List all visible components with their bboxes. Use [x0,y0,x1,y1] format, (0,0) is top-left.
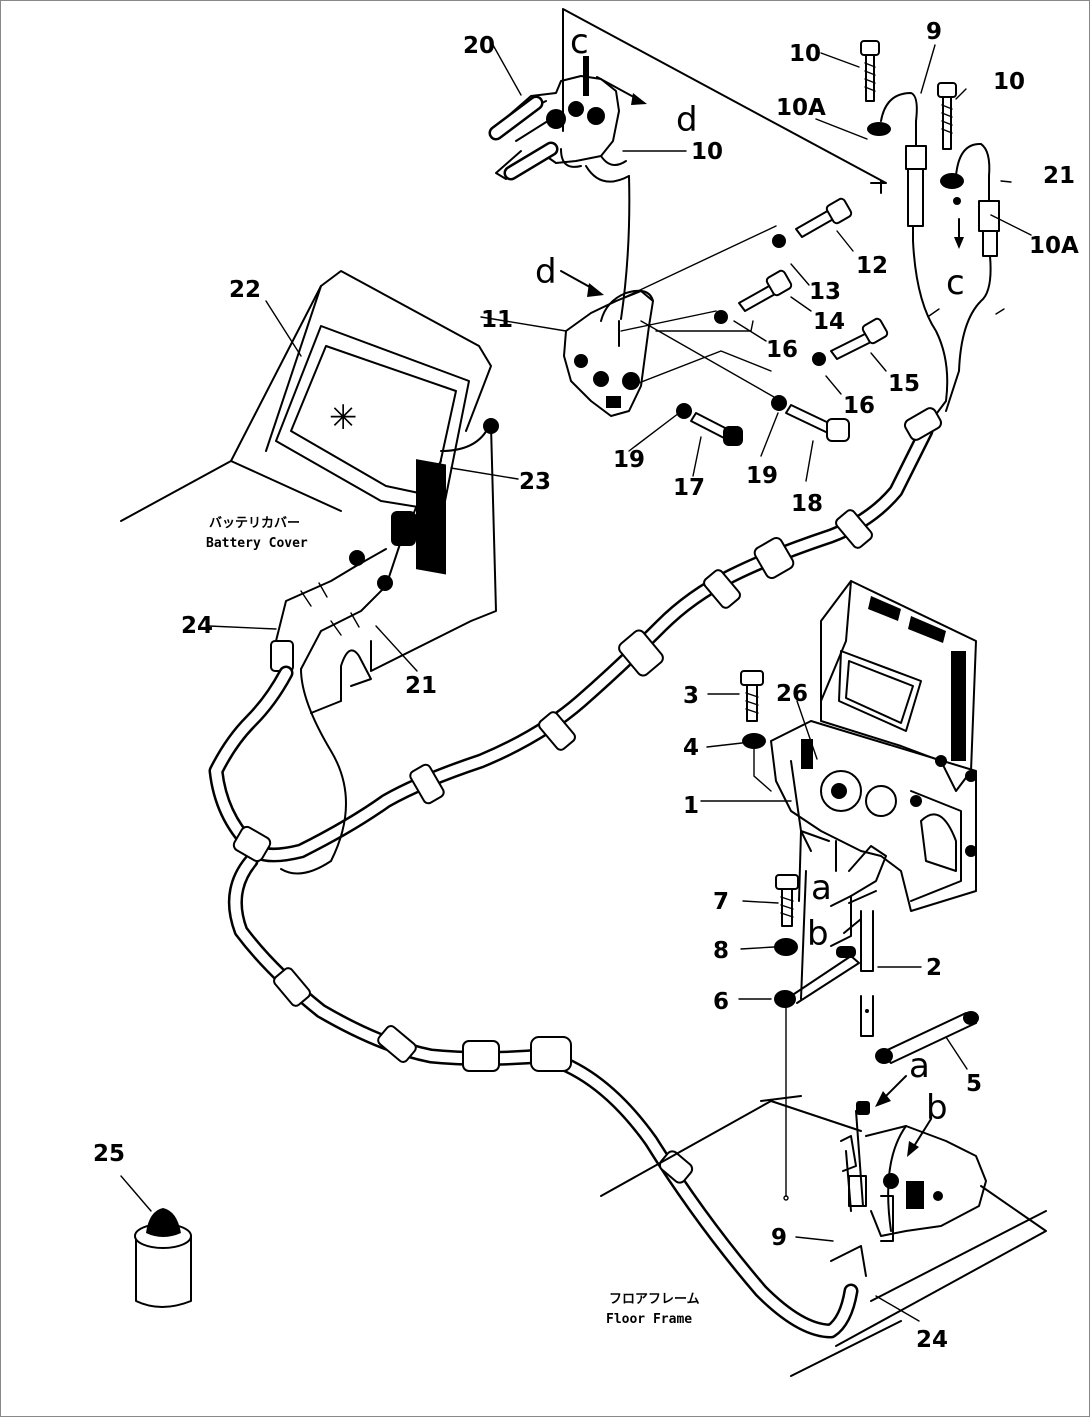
part-12-bolt [772,197,853,248]
part-23-harness [391,460,442,546]
part-8-washer [774,938,798,956]
callout-19-b: 19 [746,463,778,489]
part-7-bolt [775,874,799,927]
callout-15: 15 [888,371,920,397]
callout-21-left: 21 [405,673,437,699]
upper-cables [912,240,1005,422]
part-6-nut [774,990,796,1008]
floor-frame-jp: フロアフレーム [609,1292,700,1307]
part-2-pin [860,910,874,1037]
callout-c-top: c [570,22,589,62]
callout-22: 22 [229,277,261,303]
part-11-valve [563,165,654,417]
callout-d-top: d [676,100,698,140]
callout-a-low: a [909,1046,930,1086]
callout-12: 12 [856,253,888,279]
callout-c-right: c [946,263,965,303]
part-20-valve [488,56,627,181]
part-1-unit [770,580,977,912]
callout-10-b: 10 [993,69,1025,95]
part-22-battery-cover [120,270,499,672]
callout-10A-a: 10A [776,95,826,121]
callout-24-low: 24 [916,1327,948,1353]
callout-3: 3 [683,683,699,709]
callout-10-a: 10 [789,41,821,67]
callout-17: 17 [673,475,705,501]
part-18-bolt [771,395,850,442]
part-9-pipe-top [867,92,1000,257]
callout-13: 13 [809,279,841,305]
callout-9-top: 9 [926,19,942,45]
callout-21-top: 21 [1043,163,1075,189]
callout-5: 5 [966,1071,982,1097]
callout-8: 8 [713,938,729,964]
callout-26: 26 [776,681,808,707]
part-5-rod [875,1011,979,1064]
display-center-glyph: ✳ [329,398,358,438]
callout-4: 4 [683,735,699,761]
callout-7: 7 [713,889,729,915]
battery-cover-en: Battery Cover [206,536,308,551]
callout-19-a: 19 [613,447,645,473]
lower-valve [830,1101,987,1277]
callout-16-b: 16 [843,393,875,419]
part-3-bolt [740,670,764,722]
callout-10-top: 10 [691,139,723,165]
callout-b-low: b [926,1088,948,1128]
callout-labels: 20 c d 10 10 9 10 10A 21 10A c 12 13 14 … [93,19,1079,1353]
part-10-bolts-top [860,40,957,150]
part-21-connector-left [300,540,402,714]
callout-24-left: 24 [181,613,213,639]
callout-20: 20 [463,33,495,59]
callout-2: 2 [926,955,942,981]
part-4-washer [742,733,766,749]
callout-23: 23 [519,469,551,495]
callout-6: 6 [713,989,729,1015]
callout-9-low: 9 [771,1225,787,1251]
leader-lines [120,44,1032,1322]
part-24-hose-left [270,548,387,672]
callout-25: 25 [93,1141,125,1167]
upper-panel-plane [562,8,887,194]
callout-14: 14 [813,309,845,335]
callout-a-mid: a [811,868,832,908]
callout-b-mid: b [807,914,829,954]
callout-d-mid: d [535,252,557,292]
part-6-link [790,870,860,1004]
callout-18: 18 [791,491,823,517]
main-hose [208,407,943,1339]
captions: バッテリカバー Battery Cover フロアフレーム Floor Fram… [206,398,700,1327]
callout-10A-b: 10A [1029,233,1079,259]
callout-1: 1 [683,793,699,819]
part-15-bolt [812,317,889,366]
part-17-bolt [676,403,743,446]
floor-frame [600,1095,1047,1377]
part-25-container [134,1208,192,1308]
part-14-bolt [714,269,793,324]
callout-16-a: 16 [766,337,798,363]
battery-cover-jp: バッテリカバー [209,516,300,531]
floor-frame-en: Floor Frame [606,1312,692,1327]
callout-11: 11 [481,307,513,333]
